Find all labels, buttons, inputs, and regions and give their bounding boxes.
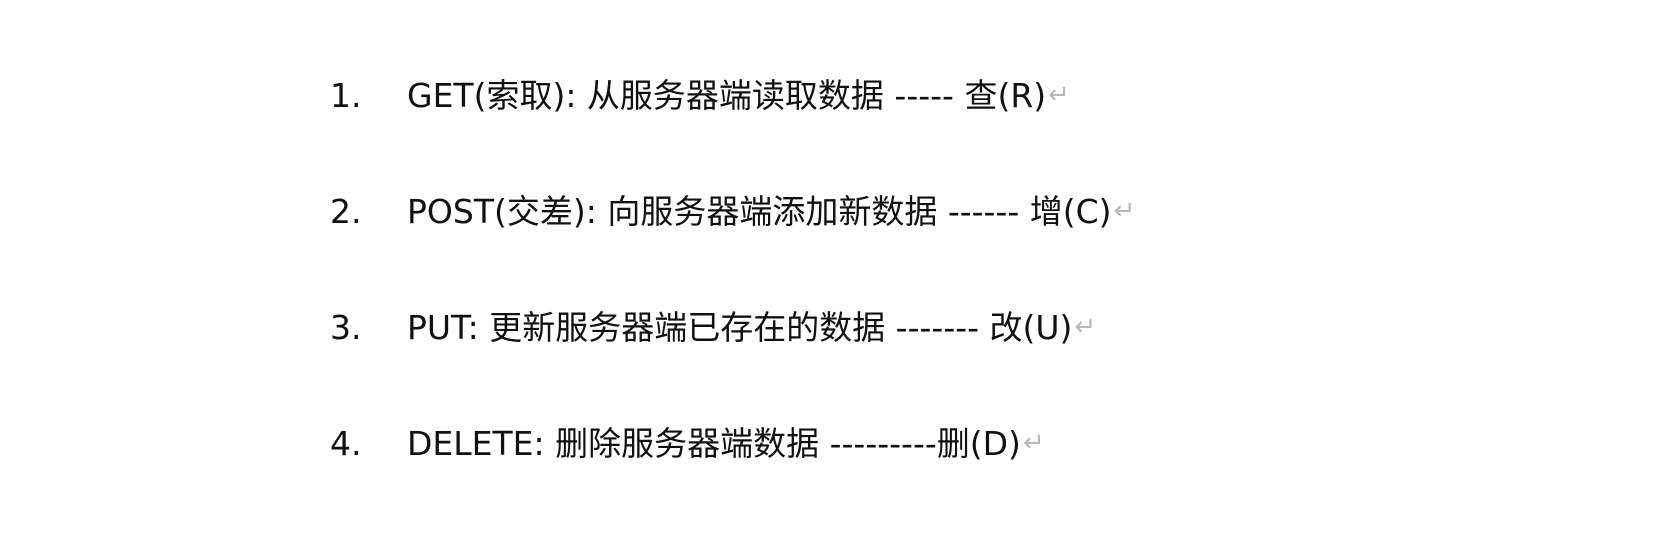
list-item-text: POST(交差): 向服务器端添加新数据 ------ 增(C) <box>407 192 1112 231</box>
list-item-post: 2. POST(交差): 向服务器端添加新数据 ------ 增(C) ↵ <box>330 186 1530 302</box>
paragraph-mark-icon: ↵ <box>1048 80 1070 110</box>
list-item-get: 1. GET(索取): 从服务器端读取数据 ----- 查(R) ↵ <box>330 70 1530 186</box>
paragraph-mark-icon: ↵ <box>1022 428 1045 458</box>
list-item-number: 3. <box>330 308 362 347</box>
http-methods-list: 1. GET(索取): 从服务器端读取数据 ----- 查(R) ↵ 2. PO… <box>330 70 1530 534</box>
list-item-text: GET(索取): 从服务器端读取数据 ----- 查(R) <box>407 76 1047 115</box>
list-item-number: 2. <box>330 192 362 231</box>
list-item-put: 3. PUT: 更新服务器端已存在的数据 ------- 改(U) ↵ <box>330 302 1530 418</box>
list-item-text: DELETE: 删除服务器端数据 ---------删(D) <box>407 424 1021 463</box>
list-item-number: 4. <box>330 424 362 463</box>
list-item-delete: 4. DELETE: 删除服务器端数据 ---------删(D) ↵ <box>330 418 1530 534</box>
paragraph-mark-icon: ↵ <box>1113 196 1136 226</box>
list-item-text: PUT: 更新服务器端已存在的数据 ------- 改(U) <box>407 308 1073 347</box>
list-item-number: 1. <box>330 76 362 115</box>
paragraph-mark-icon: ↵ <box>1074 312 1097 342</box>
